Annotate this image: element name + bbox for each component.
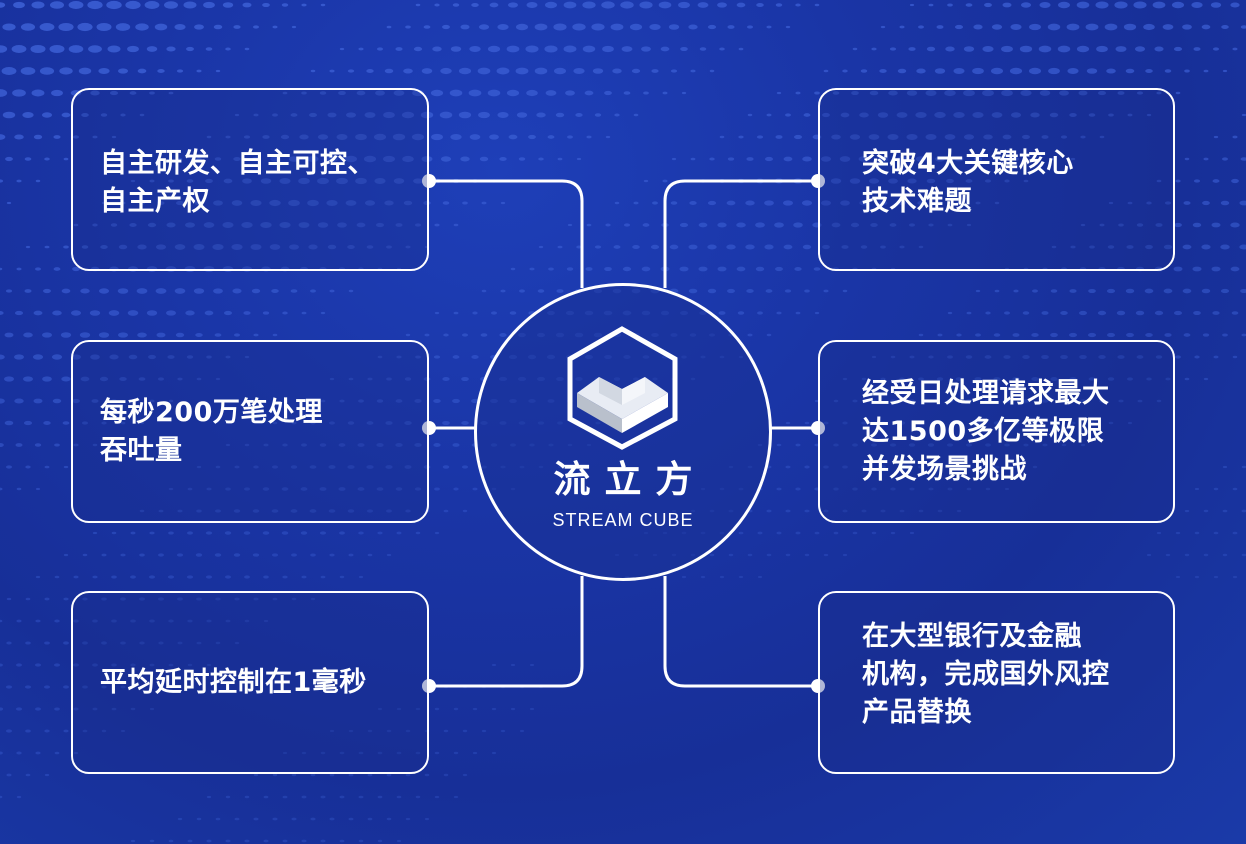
connector-right-1 bbox=[663, 179, 818, 288]
product-subtitle: STREAM CUBE bbox=[552, 510, 694, 530]
connector-dot bbox=[422, 174, 436, 188]
connector-dot bbox=[422, 679, 436, 693]
feature-text-line: 机构，完成国外风控 bbox=[862, 659, 1110, 690]
product-name: 流立方 bbox=[553, 458, 707, 501]
feature-text-line: 产品替换 bbox=[862, 697, 972, 728]
connector-left-1 bbox=[429, 179, 584, 288]
feature-box-replacement: 在大型银行及金融 机构，完成国外风控 产品替换 bbox=[818, 591, 1175, 774]
connector-left-3 bbox=[429, 576, 584, 688]
feature-text-line: 每秒200万笔处理 bbox=[100, 396, 323, 428]
feature-box-concurrency: 经受日处理请求最大 达1500多亿等极限 并发场景挑战 bbox=[818, 340, 1175, 523]
feature-text-line: 自主研发、自主可控、 bbox=[100, 148, 375, 179]
feature-text-line: 达1500多亿等极限 bbox=[862, 415, 1105, 447]
feature-text-line: 自主产权 bbox=[100, 186, 210, 217]
feature-text-line: 突破4大关键核心 bbox=[862, 148, 1074, 179]
connector-right-3 bbox=[663, 576, 818, 688]
feature-box-key-technology: 突破4大关键核心 技术难题 bbox=[818, 88, 1175, 271]
feature-text-line: 平均延时控制在1毫秒 bbox=[100, 666, 367, 698]
cube-logo-icon bbox=[567, 326, 678, 450]
feature-text-line: 吞吐量 bbox=[100, 434, 183, 466]
feature-box-latency: 平均延时控制在1毫秒 bbox=[71, 591, 429, 774]
feature-box-independent-rd: 自主研发、自主可控、 自主产权 bbox=[71, 88, 429, 271]
feature-text-line: 并发场景挑战 bbox=[862, 453, 1027, 485]
feature-text-line: 经受日处理请求最大 bbox=[862, 377, 1110, 409]
feature-text-line: 在大型银行及金融 bbox=[862, 621, 1082, 652]
connector-dot bbox=[422, 421, 436, 435]
feature-box-throughput: 每秒200万笔处理 吞吐量 bbox=[71, 340, 429, 523]
feature-text-line: 技术难题 bbox=[862, 186, 972, 217]
